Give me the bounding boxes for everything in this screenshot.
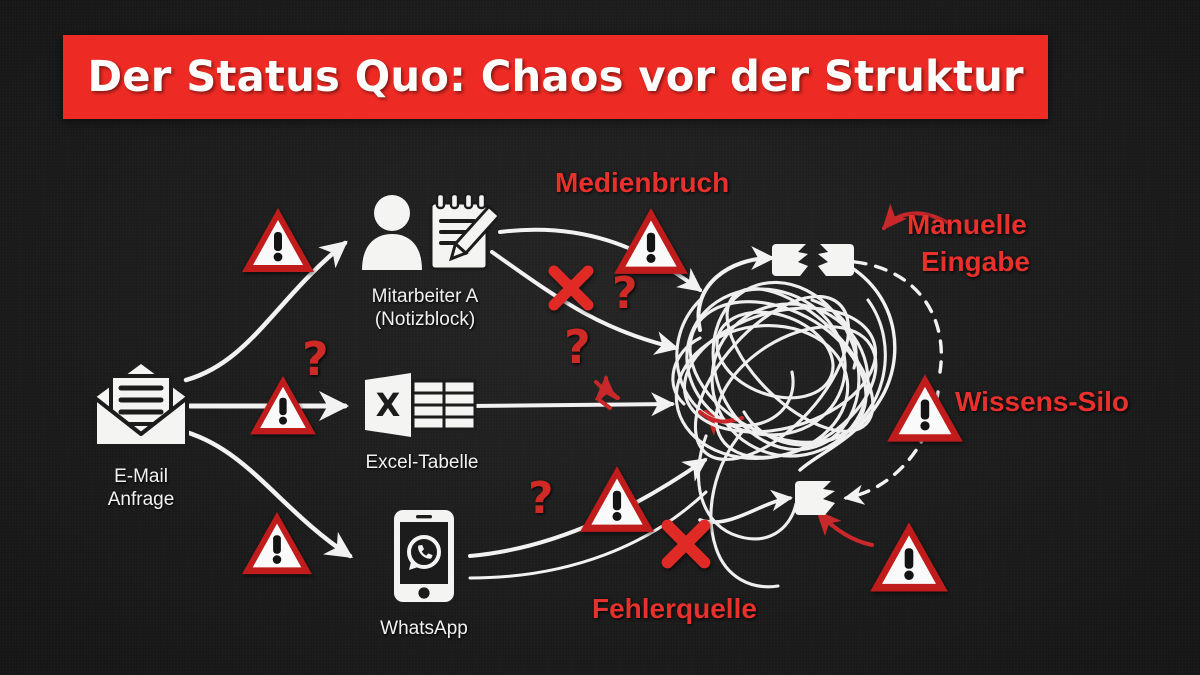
node-whatsapp-label-1: WhatsApp [380,618,468,639]
question-mark-whatsapp: ? [528,473,554,524]
warning-triangle-bottom-right [868,520,950,596]
annotation-wissens-silo: Wissens-Silo [955,386,1130,417]
cross-mark-medienbruch [547,264,595,312]
node-excel[interactable]: X Excel-Tabelle [352,372,492,474]
node-employee-label-2: (Notizblock) [374,309,476,330]
annotation-fehlerquelle: Fehlerquelle [592,593,757,624]
broken-link-icon [772,240,854,285]
warning-triangle-wissens-silo [885,372,965,446]
node-email[interactable]: E-Mail Anfrage [85,360,197,511]
page-title: Der Status Quo: Chaos vor der Struktur [87,52,1024,102]
torn-fragment-icon [795,478,845,523]
warning-triangle-email-to-whatsapp [240,510,314,578]
warning-triangle-email-to-excel [248,374,318,438]
excel-sheet-icon: X [363,372,481,443]
question-mark-employee-upper: ? [612,268,638,319]
node-email-label-1: E-Mail [114,466,168,487]
annotation-medienbruch: Medienbruch [555,167,730,198]
warning-triangle-fehlerquelle [578,464,656,536]
smartphone-whatsapp-icon [391,508,457,609]
node-email-label-2: Anfrage [107,489,175,510]
svg-text:X: X [376,386,401,424]
node-broken-fragment-bottom[interactable] [795,478,845,523]
node-whatsapp[interactable]: WhatsApp [368,508,480,640]
annotation-manuelle-eingabe-line1: Manuelle [907,209,1027,240]
annotation-manuelle-eingabe-line2: Eingabe [921,246,1030,277]
cross-mark-fehlerquelle [660,518,712,570]
title-banner: Der Status Quo: Chaos vor der Struktur [63,35,1048,119]
envelope-open-icon [89,360,193,457]
warning-triangle-email-to-employee [240,206,316,276]
question-mark-employee-lower: ? [564,320,591,374]
person-notepad-icon [352,192,502,277]
warning-triangle-medienbruch [612,206,690,278]
node-broken-link-top[interactable] [772,240,854,285]
question-mark-email: ? [302,332,329,386]
node-excel-label-1: Excel-Tabelle [365,452,479,473]
node-employee[interactable]: Mitarbeiter A (Notizblock) [350,192,502,331]
node-employee-label-1: Mitarbeiter A [371,286,479,307]
